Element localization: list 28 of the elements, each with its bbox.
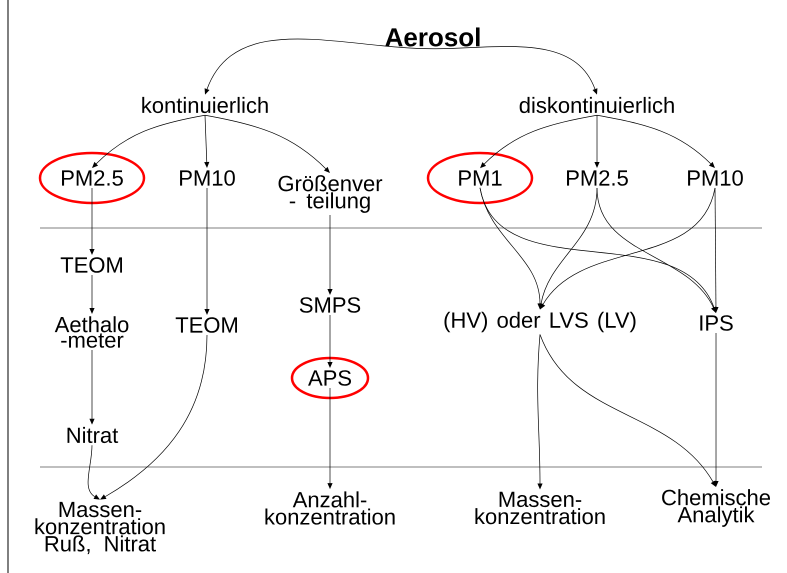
node-label: (HV) oder LVS (LV): [444, 312, 636, 332]
node-label: Chemische Analytik: [662, 489, 770, 527]
node-label: Nitrat: [68, 426, 118, 444]
arrow: [92, 114, 206, 168]
node-label: IPS: [700, 315, 733, 331]
arrow: [596, 114, 715, 168]
title-text: Aerosol: [385, 27, 480, 47]
arrow: [204, 114, 330, 173]
node-label: SMPS: [300, 297, 360, 313]
node-label: TEOM: [60, 257, 122, 273]
node-label: Größenver - teilung: [278, 175, 382, 213]
node-label: PM10: [180, 170, 235, 186]
arrow: [100, 334, 208, 500]
node-label: APS: [308, 370, 351, 386]
node-label: PM1: [459, 170, 502, 186]
node-label: TEOM: [176, 317, 237, 333]
node-label: diskontinuierlich: [520, 96, 674, 114]
node-label: Massen- konzentration: [475, 492, 605, 524]
node-label: Massen- konzentration Ruß, Nitrat: [35, 502, 165, 554]
node-label: PM10: [688, 170, 743, 186]
arrow: [88, 444, 100, 500]
node-label: kontinuierlich: [142, 96, 268, 114]
node-label: Aethalo -meter: [54, 316, 128, 348]
node-label: Anzahl- konzentration: [265, 491, 395, 525]
arrow: [596, 188, 716, 313]
arrow: [540, 334, 716, 487]
node-label: PM2.5: [567, 170, 628, 186]
node-label: PM2.5: [62, 170, 123, 186]
